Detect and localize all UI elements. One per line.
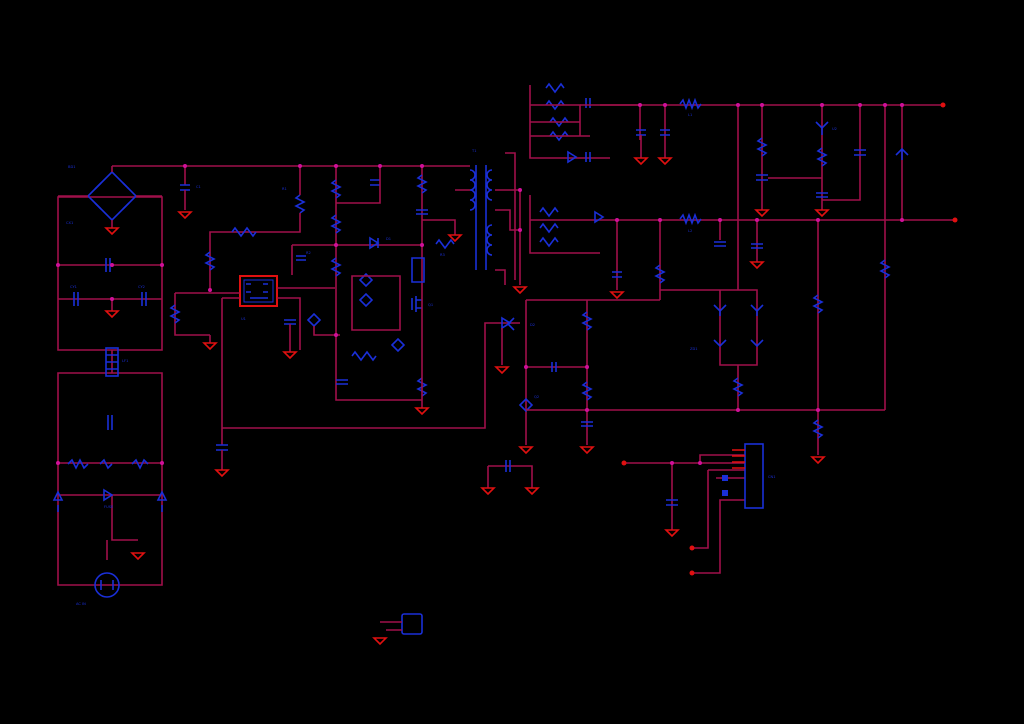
label-t1: T1 [471, 149, 476, 153]
primary-section: C1 R1 U1 R2 [112, 165, 520, 478]
label-d1: D1 [386, 237, 391, 241]
label-u2: U2 [832, 127, 837, 131]
label-cn1: CN1 [768, 475, 775, 479]
aux-component [372, 613, 423, 646]
line-filter: LF1 [105, 347, 128, 377]
label-l2: L2 [688, 229, 692, 233]
switching-transistor: Q1 [358, 272, 433, 312]
label-q1: Q1 [428, 303, 433, 307]
label-zd1: ZD1 [690, 347, 698, 351]
label-q2: Q2 [534, 395, 539, 399]
output-connector: CN1 [621, 443, 775, 576]
controller-ic: U1 [239, 275, 278, 321]
label-ac-in: AC IN [76, 602, 86, 606]
label-r2: R2 [306, 251, 311, 255]
label-cy2: CY2 [138, 285, 145, 289]
label-r3: R3 [440, 253, 445, 257]
label-bd1: BD1 [68, 165, 76, 169]
label-l1: L1 [688, 113, 692, 117]
transformer: T1 [420, 149, 528, 295]
label-u1: U1 [241, 317, 246, 321]
label-c1: C1 [196, 185, 201, 189]
ac-input-connector: AC IN [76, 572, 120, 606]
label-lf1: LF1 [122, 359, 128, 363]
bridge-rectifier: BD1 [58, 165, 162, 228]
label-cx1: CX1 [66, 221, 73, 225]
junction-dots [56, 103, 904, 465]
input-section: BD1 CX1 CY1 CY2 LF1 FUSE AC I [52, 165, 168, 606]
secondary-section: L1 U2 L2 ZD1 [480, 82, 958, 496]
label-r1: R1 [282, 187, 287, 191]
label-fuse: FUSE [104, 505, 114, 509]
label-cy1: CY1 [70, 285, 77, 289]
label-d2: D2 [530, 323, 535, 327]
